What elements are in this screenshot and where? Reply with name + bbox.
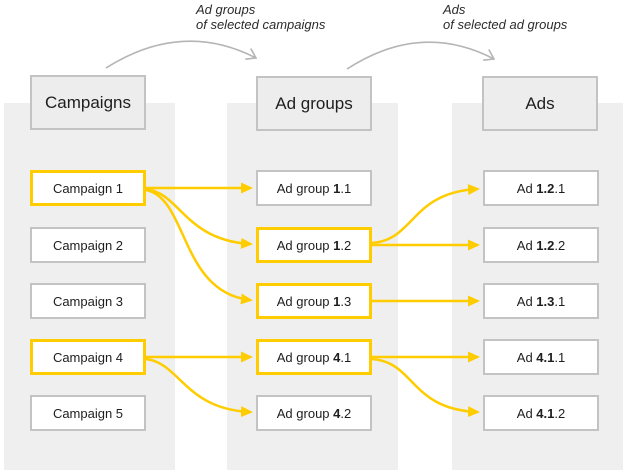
ad-1-2-1-suffix: .1 — [554, 180, 566, 196]
ad-1-3-1-bold: 1.3 — [536, 293, 555, 309]
ad-group-4-2-box: Ad group 4.2 — [256, 395, 372, 431]
ad-1-3-1-label: Ad — [516, 293, 537, 309]
arc-campaigns-to-ad-groups — [105, 40, 258, 69]
ad-4-1-2-suffix: .2 — [554, 405, 566, 421]
campaign-3-box: Campaign 3 — [30, 283, 146, 319]
ad-group-4-2-bold: 4 — [333, 405, 341, 421]
ad-group-1-1-label: Ad group — [276, 180, 334, 196]
ad-group-1-2-bold: 1 — [333, 237, 341, 253]
ad-1-2-2-box: Ad 1.2.2 — [483, 227, 599, 263]
header-arc-arrows — [105, 40, 496, 70]
campaign-3-label: Campaign 3 — [52, 293, 124, 309]
campaign-1-label: Campaign 1 — [52, 180, 124, 196]
ad-1-3-1-suffix: .1 — [554, 293, 566, 309]
ad-group-4-1-label: Ad group — [276, 349, 334, 365]
annotation-line: of selected campaigns — [196, 17, 326, 32]
ad-group-4-2-suffix: .2 — [340, 405, 352, 421]
ad-4-1-2-label: Ad — [516, 405, 537, 421]
ad-group-1-2-suffix: .2 — [340, 237, 352, 253]
annotation-ad-groups: Ad groups of selected campaigns — [196, 2, 325, 32]
ad-4-1-1-box: Ad 4.1.1 — [483, 339, 599, 375]
ad-1-2-1-label: Ad — [516, 180, 537, 196]
ad-group-1-3-box: Ad group 1.3 — [256, 283, 372, 319]
ad-1-2-2-bold: 1.2 — [536, 237, 555, 253]
ad-1-2-2-label: Ad — [516, 237, 537, 253]
ad-4-1-1-label: Ad — [516, 349, 537, 365]
campaign-4-box: Campaign 4 — [30, 339, 146, 375]
campaign-5-box: Campaign 5 — [30, 395, 146, 431]
ad-group-4-1-bold: 4 — [333, 349, 341, 365]
campaign-2-label: Campaign 2 — [52, 237, 124, 253]
campaigns-header-label: Campaigns — [45, 92, 131, 112]
ad-group-1-1-box: Ad group 1.1 — [256, 170, 372, 206]
ad-group-1-2-label: Ad group — [276, 237, 334, 253]
ad-group-4-1-box: Ad group 4.1 — [256, 339, 372, 375]
ads-header: Ads — [482, 76, 598, 131]
annotation-ads: Ads of selected ad groups — [443, 2, 567, 32]
ad-group-4-2-label: Ad group — [276, 405, 334, 421]
campaign-1-box: Campaign 1 — [30, 170, 146, 206]
ad-groups-header-label: Ad groups — [275, 93, 353, 113]
ad-4-1-1-suffix: .1 — [554, 349, 566, 365]
ad-group-1-3-suffix: .3 — [340, 293, 352, 309]
ad-group-1-3-bold: 1 — [333, 293, 341, 309]
annotation-line: Ads — [443, 2, 466, 17]
campaign-4-label: Campaign 4 — [52, 349, 124, 365]
ad-1-2-1-box: Ad 1.2.1 — [483, 170, 599, 206]
ad-1-2-1-bold: 1.2 — [536, 180, 555, 196]
ad-group-1-1-suffix: .1 — [340, 180, 352, 196]
ad-4-1-1-bold: 4.1 — [536, 349, 555, 365]
ad-group-1-2-box: Ad group 1.2 — [256, 227, 372, 263]
ad-groups-header: Ad groups — [256, 76, 372, 131]
ad-1-3-1-box: Ad 1.3.1 — [483, 283, 599, 319]
ads-header-label: Ads — [525, 93, 555, 113]
campaign-5-label: Campaign 5 — [52, 405, 124, 421]
annotation-line: of selected ad groups — [443, 17, 568, 32]
campaign-2-box: Campaign 2 — [30, 227, 146, 263]
annotation-line: Ad groups — [196, 2, 256, 17]
ad-4-1-2-bold: 4.1 — [536, 405, 555, 421]
ad-1-2-2-suffix: .2 — [554, 237, 566, 253]
arc-ad-groups-to-ads — [346, 41, 496, 70]
campaigns-header: Campaigns — [30, 75, 146, 130]
ad-group-1-3-label: Ad group — [276, 293, 334, 309]
ad-group-4-1-suffix: .1 — [340, 349, 352, 365]
ad-group-1-1-bold: 1 — [333, 180, 341, 196]
ad-4-1-2-box: Ad 4.1.2 — [483, 395, 599, 431]
